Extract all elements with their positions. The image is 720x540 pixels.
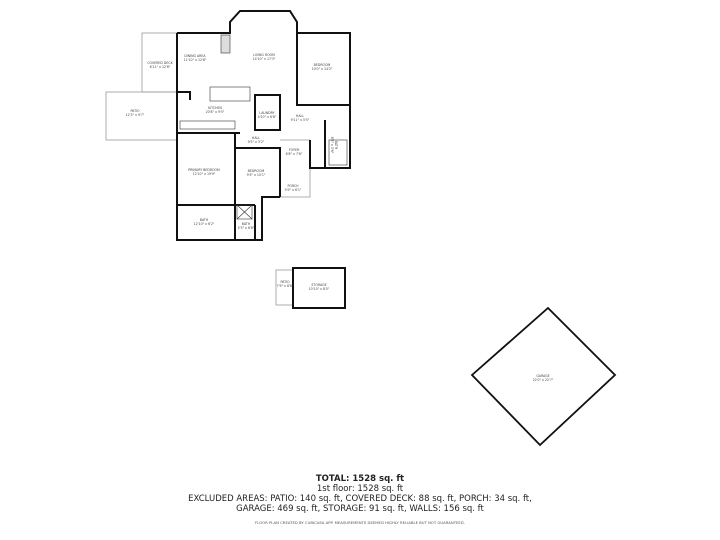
excluded-areas-1: EXCLUDED AREAS: PATIO: 140 sq. ft, COVER… [188,494,532,504]
room-name: BATH [242,222,251,226]
room-dims: 9'11" x 5'5" [291,118,310,122]
room-name: BEDROOM [314,63,331,67]
room-name: LIVING ROOM [253,53,275,57]
room-dims: 12'3" x 9'7" [126,113,145,117]
room-name: COVERED DECK [147,61,173,65]
interior-walls [176,10,351,241]
room-dims: 14'10" x 17'3" [253,57,276,61]
room-name: GARAGE [536,374,549,378]
room-dims: 4'10" x 6'8" [258,115,277,119]
room-dims: 22'0" x 22'7" [533,378,554,382]
room-dims: 20'8" x 9'5" [206,110,225,114]
room-name: BATH [334,141,338,150]
room-dims: 8'2" x 5'6" [330,137,334,154]
room-name: DINING AREA [184,54,206,58]
room-dims: 10'10" x 8'5" [309,287,330,291]
room-dims: 7'9" x 8'8" [277,284,294,288]
room-dims: 6'8" x 7'6" [286,152,303,156]
room-dims: 9'5" x 10'1" [247,173,266,177]
room-dims: 10'0" x 14'2" [312,67,333,71]
room-dims: 5'9" x 6'1" [285,188,302,192]
excluded-areas-2: GARAGE: 469 sq. ft, STORAGE: 91 sq. ft, … [236,504,484,514]
room-name: KITCHEN [208,106,222,110]
room-name: LAUNDRY [259,111,274,115]
room-dims: 12'10" x 6'2" [194,222,215,226]
room-dims: 11'10" x 12'8" [184,58,207,62]
room-name: BEDROOM [248,169,265,173]
fixtures [179,34,348,220]
storage-walls [292,267,346,309]
disclaimer: FLOOR PLAN CREATED BY CUBICASA APP. MEAS… [255,520,465,525]
room-dims: 12'10" x 19'9" [193,172,216,176]
room-dims: 5'3" x 6'8" [238,226,255,230]
room-name: STORAGE [311,283,326,287]
room-name: HALL [296,114,304,118]
room-name: BATH [200,218,209,222]
room-name: PATIO [280,280,290,284]
garage-walls [470,306,617,447]
room-name: PRIMARY BEDROOM [188,168,220,172]
room-name: PATIO [130,109,140,113]
room-name: HALL [252,136,260,140]
area-summary: TOTAL: 1528 sq. ft 1st floor: 1528 sq. f… [0,474,720,525]
total-area: TOTAL: 1528 sq. ft [315,474,405,484]
floor-area: 1st floor: 1528 sq. ft [316,484,404,494]
room-dims: 6'11" x 12'8" [150,65,171,69]
room-name: FOYER [289,148,300,152]
room-name: PORCH [287,184,299,188]
room-dims: 9'5" x 3'2" [248,140,265,144]
